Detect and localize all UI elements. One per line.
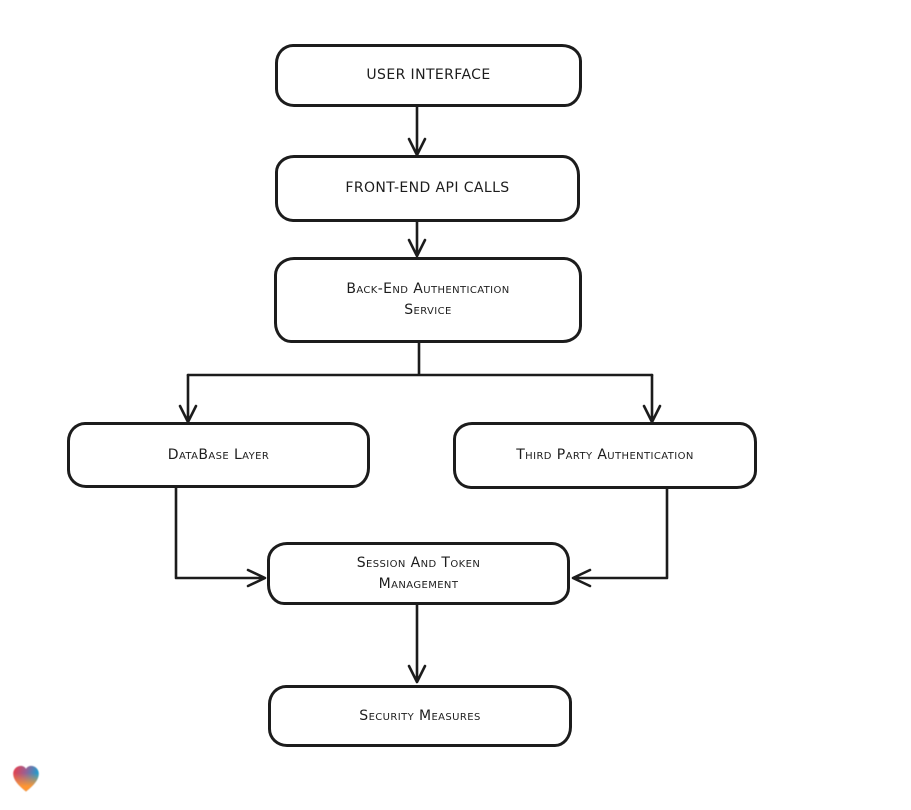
edge-front-end-api-calls-to-back-end-auth [407,219,427,258]
node-security-measures: Security Measures [268,685,572,747]
node-label: Session And Token Management [356,554,481,592]
edge-database-layer-to-session-mgmt [174,485,267,588]
node-label: FRONT-END API CALLS [345,180,510,196]
node-third-party-authentication: Third Party Authentication [453,422,757,489]
node-database-layer: DataBase Layer [67,422,370,488]
node-label: DataBase Layer [167,446,270,463]
edge-session-mgmt-to-security-measures [407,602,427,684]
node-label: Security Measures [359,707,481,724]
node-label: USER INTERFACE [366,67,491,83]
node-front-end-api-calls: FRONT-END API CALLS [275,155,580,222]
edge-branch-to-third-party-auth [642,373,662,424]
node-label: Third Party Authentication [516,447,694,463]
heart-logo-badge[interactable] [10,762,42,795]
node-label: Back-End Authentication Service [346,281,510,318]
edge-user-interface-to-front-end-api-calls [407,104,427,157]
heart-icon [13,765,39,792]
edge-third-party-auth-to-session-mgmt [571,485,669,588]
edge-branch-to-database-layer [178,373,198,424]
edge-back-end-auth-branch [186,340,654,377]
node-back-end-authentication-service: Back-End Authentication Service [274,257,582,343]
node-user-interface: USER INTERFACE [275,44,582,107]
node-session-and-token-management: Session And Token Management [267,542,570,605]
